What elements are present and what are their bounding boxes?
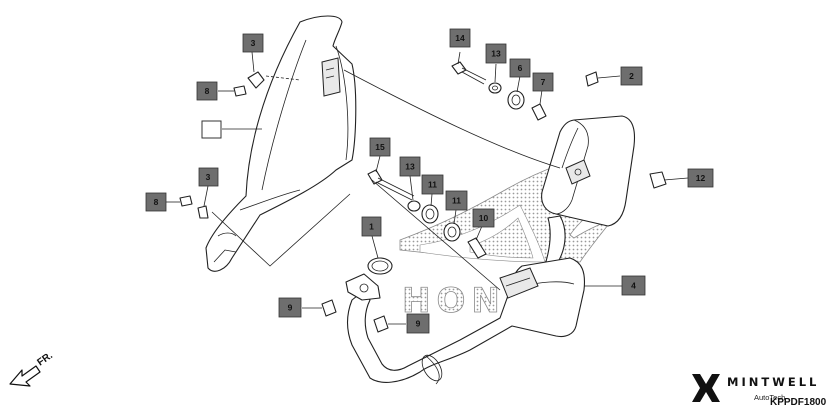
svg-text:11: 11	[428, 180, 437, 190]
callout-10: 10	[472, 208, 495, 228]
callout-13-top: 13	[485, 43, 507, 64]
svg-text:6: 6	[518, 63, 523, 73]
callout-7: 7	[532, 72, 554, 92]
svg-text:15: 15	[375, 142, 385, 152]
svg-text:4: 4	[631, 281, 636, 291]
muffler-silencer	[541, 115, 636, 269]
callout-8-lower: 8	[145, 192, 167, 212]
svg-text:1: 1	[369, 222, 374, 232]
callout-3-lower: 3	[198, 167, 219, 187]
callout-15: 15	[369, 137, 391, 157]
callout-9-right: 9	[406, 313, 430, 334]
svg-text:11: 11	[452, 196, 461, 206]
exhaust-pipe	[345, 257, 586, 385]
callout-1: 1	[361, 216, 382, 237]
direction-label: FR.	[35, 350, 55, 368]
callout-13-lower: 13	[399, 156, 421, 177]
svg-text:3: 3	[251, 38, 256, 48]
callout-3-top: 3	[242, 33, 264, 53]
diagram-code: KPPDF1800	[770, 397, 827, 408]
callout-6: 6	[509, 58, 531, 78]
svg-text:14: 14	[455, 33, 465, 43]
svg-text:2: 2	[629, 71, 634, 81]
svg-text:7: 7	[541, 77, 546, 87]
svg-text:9: 9	[416, 319, 421, 329]
callout-2: 2	[620, 66, 643, 86]
small-hardware	[179, 61, 667, 333]
svg-text:3: 3	[206, 172, 211, 182]
svg-text:9: 9	[288, 303, 293, 313]
callout-12: 12	[687, 168, 714, 188]
svg-text:13: 13	[405, 162, 415, 172]
callout-11-a: 11	[421, 174, 444, 195]
leader-lines	[166, 51, 689, 325]
brand-name: MINTWELL	[727, 375, 819, 389]
exhaust-gasket	[367, 257, 393, 275]
svg-text:8: 8	[154, 197, 159, 207]
svg-text:13: 13	[491, 49, 501, 59]
svg-text:8: 8	[205, 86, 210, 96]
brand-sub: AutoTech	[754, 393, 785, 402]
callout-blank	[201, 120, 222, 139]
heat-shield-cover	[205, 15, 357, 272]
brand-block: MINTWELL	[727, 375, 819, 389]
svg-text:12: 12	[696, 173, 706, 183]
callout-9-left: 9	[278, 297, 302, 318]
mintwell-logo-icon	[692, 374, 720, 402]
fr-arrow-icon	[9, 365, 41, 387]
callout-11-b: 11	[445, 190, 468, 211]
callout-4: 4	[621, 275, 646, 296]
callout-14: 14	[449, 28, 471, 48]
callout-8-top: 8	[196, 81, 218, 101]
svg-text:10: 10	[479, 213, 489, 223]
